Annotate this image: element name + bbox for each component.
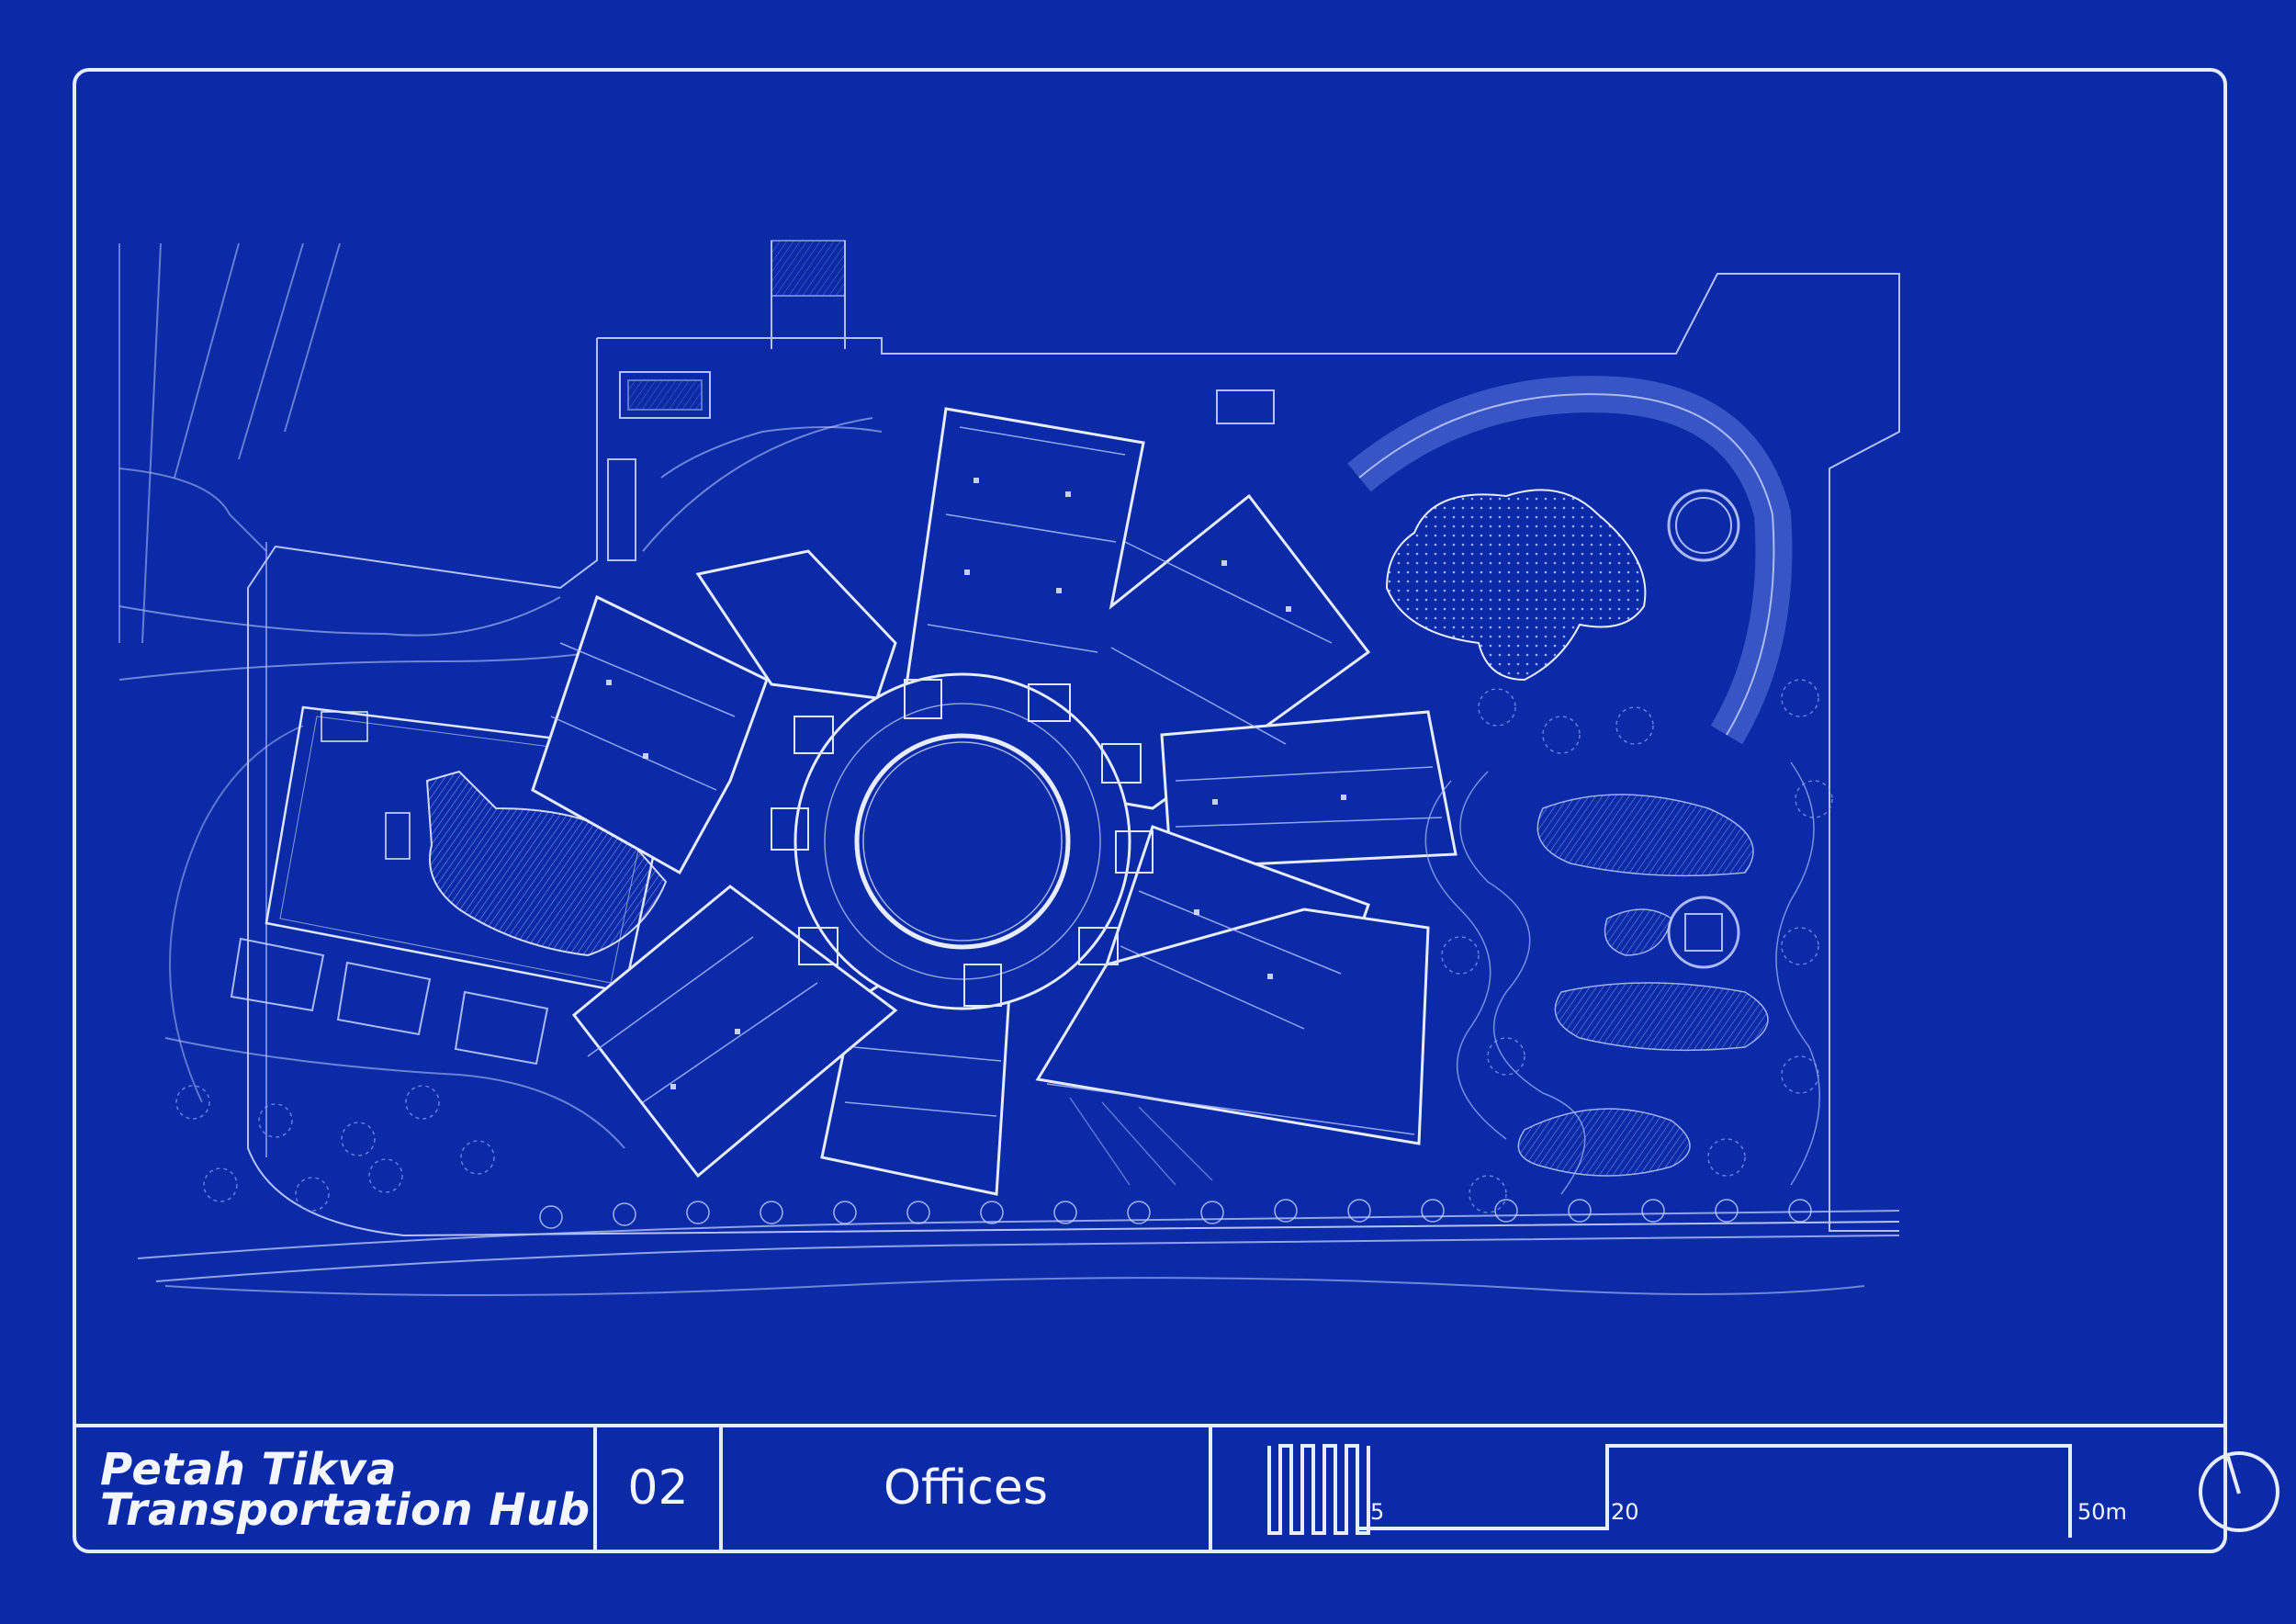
scale-label-50m: 50m [2077,1499,2127,1525]
sheet-number: 02 [627,1460,689,1516]
scale-bar [1267,1444,2072,1538]
project-title: Petah Tikva Transportation Hub [100,1444,591,1536]
central-atrium [793,672,1131,1010]
site-boundary [597,273,1900,1232]
wing-east [1160,710,1458,870]
wing-northwest [531,594,769,875]
pond [1385,489,1647,682]
wing-northwest-small [695,549,897,700]
sheet-name: Offices [884,1460,1048,1516]
sheet-name-cell: Offices [723,1427,1212,1553]
scale-cell: 5 20 50m [1212,1427,2279,1553]
scale-label-20: 20 [1611,1499,1639,1525]
sheet-number-cell: 02 [597,1427,723,1553]
north-arrow-icon [2199,1451,2279,1532]
title-block: Petah Tikva Transportation Hub 02 Office… [73,1424,2279,1553]
project-title-cell: Petah Tikva Transportation Hub [73,1427,597,1553]
sheet-border [73,68,2227,1553]
scale-label-5: 5 [1370,1499,1385,1525]
